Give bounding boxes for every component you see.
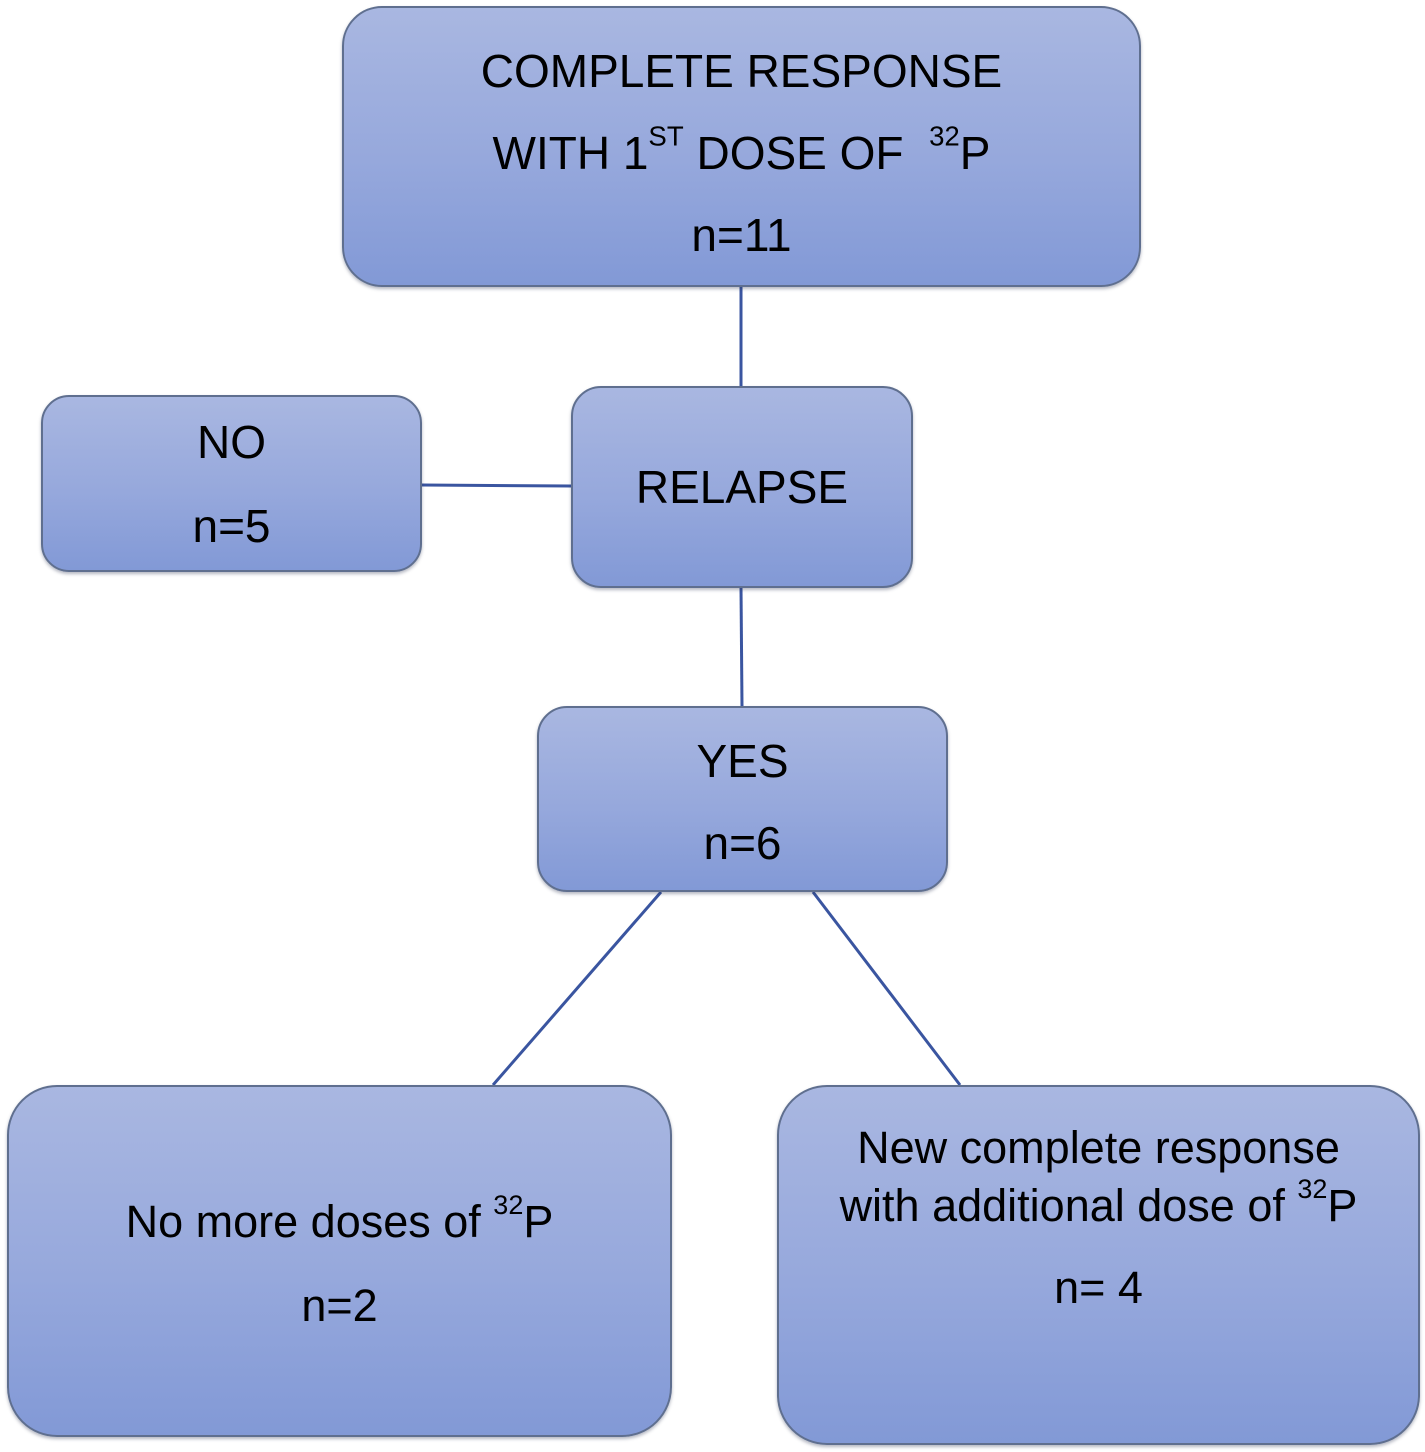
no-more-doses-count: n=2 [301,1280,378,1331]
relapse-yes-label: YES [696,735,789,787]
no-relapse-label: NO [197,416,266,468]
connector-relapse-yes [739,587,744,707]
relapse-yes-count: n=6 [703,817,782,869]
connector-yes-no-more [491,891,663,1086]
relapse-label: RELAPSE [635,461,849,513]
complete-response-title: COMPLETE RESPONSE [480,45,1003,97]
relapse-yes-node: YES n=6 [537,706,948,892]
connector-yes-new-response [811,891,962,1086]
first-dose-label: WITH 1ST DOSE OF 32P [492,120,991,179]
no-relapse-node: NO n=5 [41,395,422,572]
relapse-node: RELAPSE [571,386,913,588]
no-more-doses-node: No more doses of 32P n=2 [7,1085,672,1437]
additional-dose-label: with additional dose of 32P [839,1174,1358,1231]
complete-response-node: COMPLETE RESPONSE WITH 1ST DOSE OF 32P n… [342,6,1141,287]
no-relapse-count: n=5 [192,500,271,552]
new-complete-response-node: New complete response with additional do… [777,1085,1420,1445]
new-complete-response-title: New complete response [857,1122,1340,1173]
no-more-doses-label: No more doses of 32P [125,1190,554,1247]
connector-relapse-no [421,483,572,488]
complete-response-count: n=11 [691,209,792,261]
new-complete-response-count: n= 4 [1054,1262,1143,1313]
